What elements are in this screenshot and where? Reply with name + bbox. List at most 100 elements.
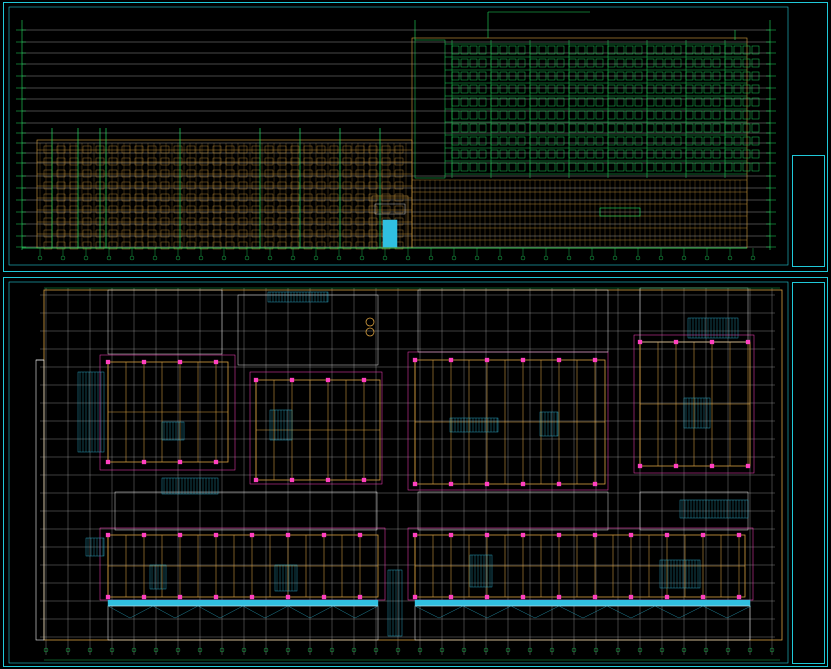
window bbox=[147, 205, 157, 214]
window bbox=[381, 205, 391, 214]
elevation-inner-frame bbox=[8, 6, 789, 266]
canopy-line bbox=[287, 605, 311, 619]
window bbox=[186, 181, 196, 190]
window bbox=[342, 205, 352, 214]
window bbox=[316, 181, 326, 190]
entrance-door bbox=[382, 219, 398, 248]
tower-window bbox=[586, 58, 595, 68]
window bbox=[290, 157, 300, 166]
window bbox=[238, 193, 248, 202]
plan-canopy bbox=[414, 605, 751, 641]
window bbox=[160, 241, 170, 250]
plan-zone-outline bbox=[99, 354, 236, 471]
tower-window bbox=[655, 136, 664, 146]
plan-column bbox=[448, 594, 454, 600]
tower-window bbox=[577, 110, 586, 120]
plan-column bbox=[105, 459, 111, 465]
axis-bubble bbox=[65, 647, 71, 653]
tower-window bbox=[460, 45, 469, 55]
window bbox=[355, 229, 365, 238]
window bbox=[264, 229, 274, 238]
tower-window bbox=[616, 110, 625, 120]
tower-window bbox=[469, 58, 478, 68]
tower-window bbox=[685, 45, 694, 55]
tower-stair-core bbox=[414, 39, 446, 179]
window bbox=[394, 157, 404, 166]
tower-window bbox=[508, 58, 517, 68]
podium-canopy bbox=[599, 207, 641, 217]
window bbox=[381, 193, 391, 202]
tower-window bbox=[568, 110, 577, 120]
tower-window bbox=[646, 162, 655, 172]
axis-bubble bbox=[405, 255, 411, 261]
window bbox=[290, 205, 300, 214]
window bbox=[290, 229, 300, 238]
axis-bubble bbox=[497, 255, 503, 261]
window bbox=[43, 145, 53, 154]
window bbox=[329, 169, 339, 178]
window bbox=[121, 145, 131, 154]
tower-window bbox=[646, 58, 655, 68]
plan-stair bbox=[267, 291, 329, 303]
tower-window bbox=[538, 162, 547, 172]
plan-court bbox=[417, 491, 609, 531]
tower-window bbox=[634, 84, 643, 94]
plan-column bbox=[141, 359, 147, 365]
tower-window bbox=[751, 71, 760, 81]
tower-window bbox=[508, 71, 517, 81]
window bbox=[147, 157, 157, 166]
tower-window bbox=[478, 149, 487, 159]
plan-court bbox=[639, 287, 749, 343]
plan-column bbox=[556, 532, 562, 538]
tower-window bbox=[547, 58, 556, 68]
window bbox=[121, 229, 131, 238]
plan-column bbox=[520, 481, 526, 487]
window bbox=[56, 169, 66, 178]
tower-window bbox=[742, 97, 751, 107]
plan-column bbox=[141, 594, 147, 600]
plan-column bbox=[321, 532, 327, 538]
window bbox=[290, 169, 300, 178]
window bbox=[43, 157, 53, 166]
tower-window bbox=[673, 84, 682, 94]
tower-window bbox=[478, 45, 487, 55]
plan-column bbox=[325, 477, 331, 483]
tower-window bbox=[673, 58, 682, 68]
tower-window bbox=[499, 45, 508, 55]
axis-bubble bbox=[615, 647, 621, 653]
tower-window bbox=[568, 136, 577, 146]
tower-window bbox=[733, 71, 742, 81]
window bbox=[199, 241, 209, 250]
plan-column bbox=[484, 594, 490, 600]
canopy-line bbox=[129, 605, 154, 619]
axis-bubble bbox=[727, 255, 733, 261]
tower-window bbox=[625, 110, 634, 120]
plan-stair bbox=[679, 499, 749, 519]
tower-window bbox=[595, 71, 604, 81]
window bbox=[342, 157, 352, 166]
tower-window bbox=[742, 162, 751, 172]
tower-window bbox=[568, 45, 577, 55]
window bbox=[56, 229, 66, 238]
window bbox=[173, 145, 183, 154]
plan-column bbox=[700, 532, 706, 538]
tower-window bbox=[508, 45, 517, 55]
tower-window bbox=[724, 149, 733, 159]
tower-window bbox=[694, 149, 703, 159]
tower-window bbox=[742, 58, 751, 68]
axis-bubble bbox=[359, 255, 365, 261]
tower-window bbox=[646, 136, 655, 146]
window bbox=[316, 193, 326, 202]
tower-window bbox=[616, 136, 625, 146]
window bbox=[82, 205, 92, 214]
window bbox=[56, 181, 66, 190]
window bbox=[82, 157, 92, 166]
tower-window bbox=[517, 123, 526, 133]
tower-window bbox=[556, 71, 565, 81]
window bbox=[316, 145, 326, 154]
tower-window bbox=[751, 136, 760, 146]
tower-window bbox=[595, 149, 604, 159]
tower-window bbox=[469, 162, 478, 172]
tower-window bbox=[499, 149, 508, 159]
tower-window bbox=[607, 123, 616, 133]
